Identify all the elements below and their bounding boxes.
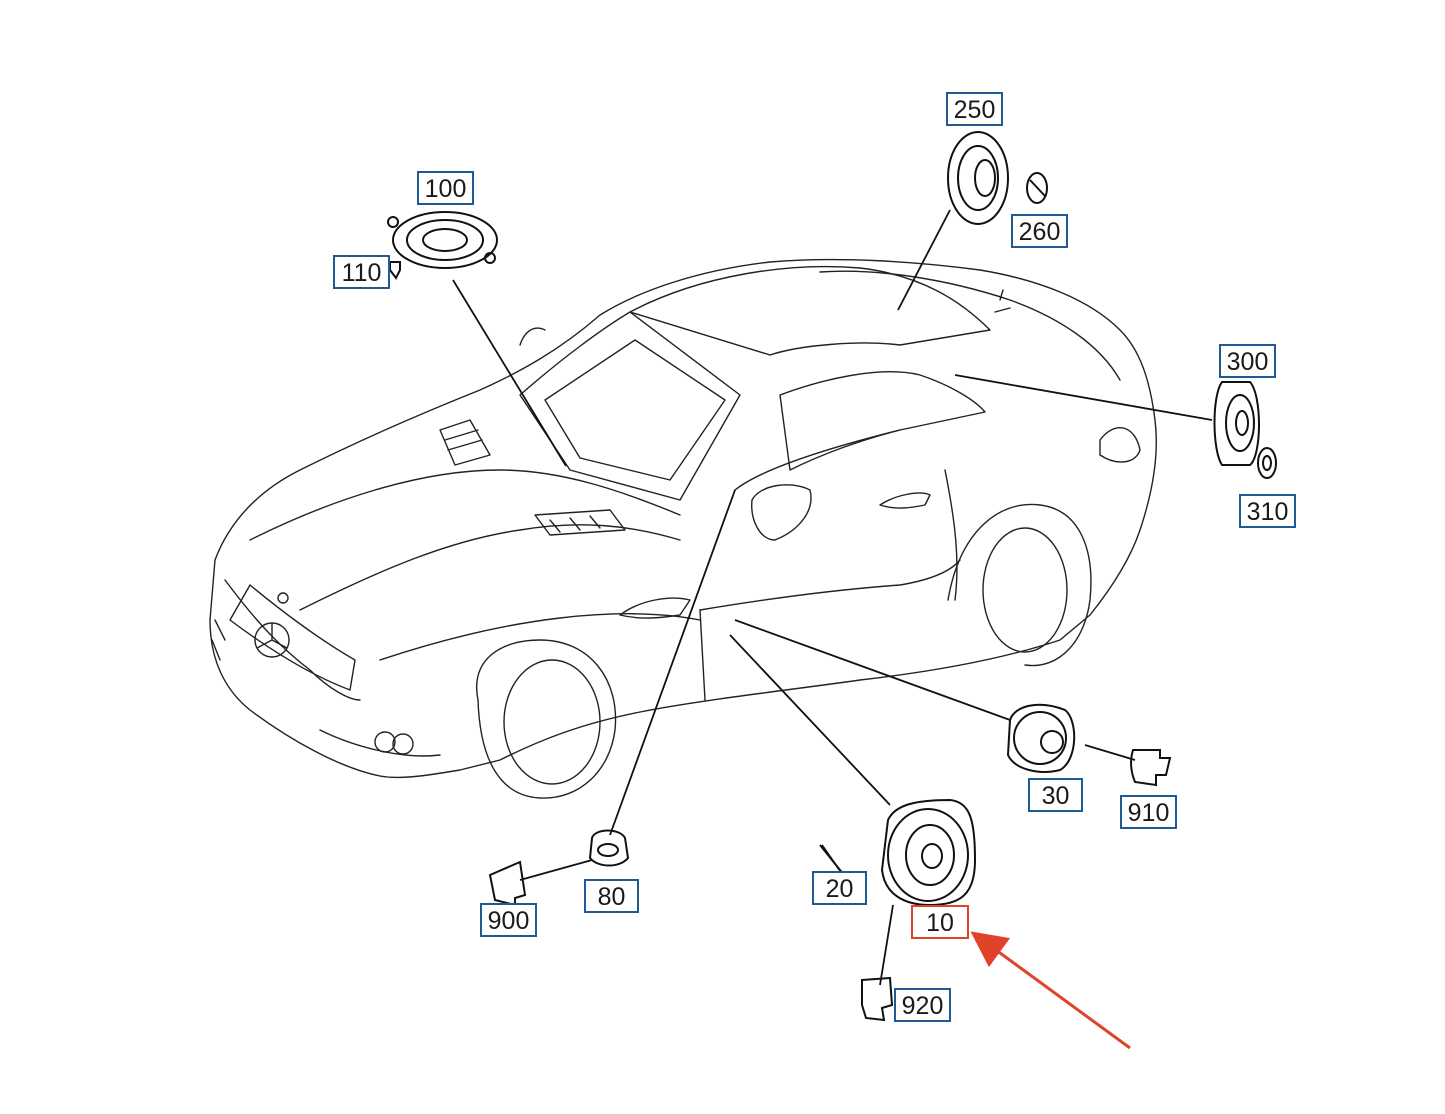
callout-10-highlighted: 10: [911, 905, 969, 939]
callout-110: 110: [333, 255, 390, 289]
speaker-10: [880, 798, 977, 907]
speaker-100: [387, 211, 498, 269]
callout-20: 20: [812, 871, 867, 905]
callout-310: 310: [1239, 494, 1296, 528]
callout-920: 920: [894, 988, 951, 1022]
speaker-300: [1213, 381, 1260, 466]
leader-lines: [452, 209, 1213, 986]
callout-300: 300: [1219, 344, 1276, 378]
callout-250: 250: [946, 92, 1003, 126]
callout-910: 910: [1120, 795, 1177, 829]
callout-260: 260: [1011, 214, 1068, 248]
connector-910: [1129, 749, 1172, 787]
callout-30: 30: [1028, 778, 1083, 812]
clip-310: [1257, 447, 1277, 479]
callout-100: 100: [417, 171, 474, 205]
highlight-arrow: [970, 931, 1131, 1050]
callout-900: 900: [480, 903, 537, 937]
speaker-30: [1006, 703, 1076, 773]
speaker-80: [588, 829, 630, 867]
car-outline: [209, 258, 1158, 799]
connector-900: [488, 860, 527, 907]
connector-920: [861, 976, 894, 1022]
callout-80: 80: [584, 879, 639, 913]
screw-110: [389, 261, 401, 280]
clip-260: [1026, 172, 1048, 204]
speaker-250: [947, 131, 1009, 225]
